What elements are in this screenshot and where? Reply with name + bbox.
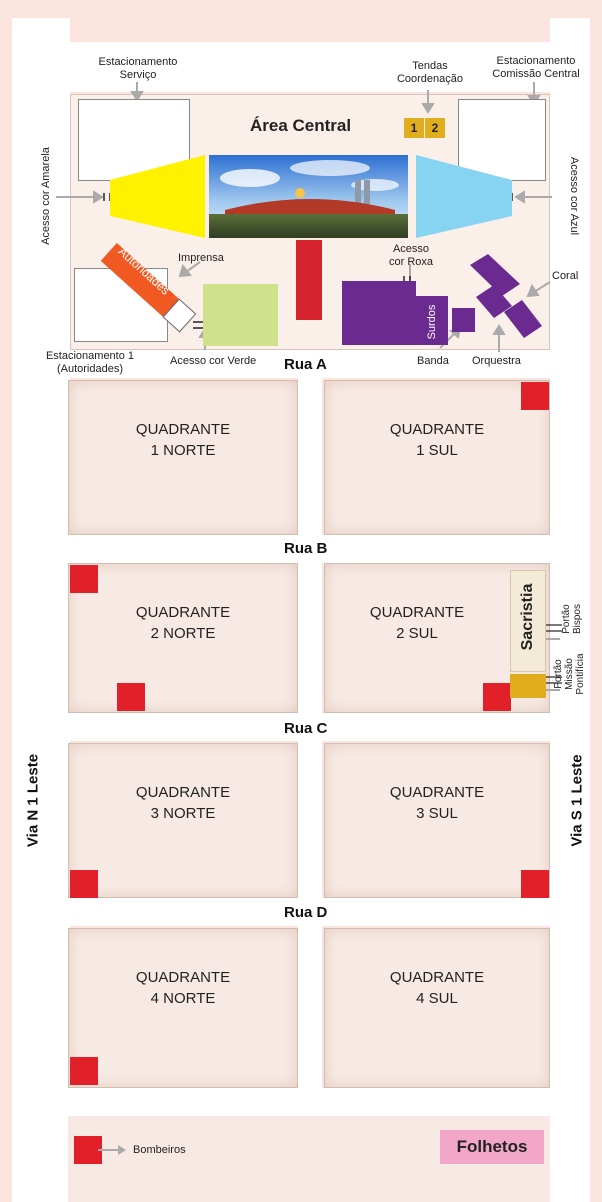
fire-post-marker — [70, 565, 98, 593]
access-green-label: Acesso cor Verde — [170, 355, 257, 367]
parking-commission-line1: Estacionamento — [496, 55, 576, 67]
yellow-access-area — [110, 155, 205, 238]
right-street — [550, 18, 590, 1202]
band-area — [452, 308, 475, 332]
quadrant-3-norte-line2: 3 NORTE — [150, 805, 216, 822]
parking1-label: Estacionamento 1 (Autoridades) — [30, 350, 150, 376]
access-yellow-label: Acesso cor Amarela — [40, 147, 52, 245]
gate-bishops-label: Portão Bispos — [561, 591, 591, 647]
quadrant-3-norte: QUADRANTE 3 NORTE — [68, 743, 298, 898]
sacristy-building — [510, 570, 546, 700]
parking-commission-line2: Comissão Central — [492, 68, 580, 80]
central-area-title: Área Central — [250, 116, 352, 135]
stadium-photo — [209, 155, 408, 238]
gate-pontifical-line3: Pontifícia — [575, 653, 586, 695]
central-shapes — [100, 155, 542, 346]
fire-post-marker — [117, 683, 145, 711]
quadrant-3-sul-line1: QUADRANTE — [389, 784, 485, 801]
sacristy-gate-block — [510, 674, 546, 698]
quadrant-4-sul-line2: 4 SUL — [416, 990, 458, 1007]
gate-bishops-line1: Portão — [561, 604, 572, 634]
quadrant-1-sul: QUADRANTE 1 SUL — [324, 380, 550, 535]
rua-d-label: Rua D — [284, 904, 328, 921]
tents-label: Tendas Coordenação — [380, 60, 480, 86]
quadrant-1-norte-line1: QUADRANTE — [135, 421, 231, 438]
top-street — [12, 42, 590, 92]
choir-label: Coral — [552, 270, 579, 282]
deaf-label: Surdos — [426, 304, 438, 340]
street-bottom — [12, 1088, 590, 1116]
gate-pontifical-label: Portão Missão Pontifícia — [553, 646, 589, 702]
quadrant-3-sul: QUADRANTE 3 SUL — [324, 743, 550, 898]
quadrant-3-sul-line2: 3 SUL — [416, 805, 458, 822]
quadrant-2-sul-line1: QUADRANTE — [369, 604, 465, 621]
orchestra-area — [470, 254, 542, 338]
left-street — [12, 18, 70, 1202]
access-purple-line1: Acesso — [392, 243, 430, 255]
quadrant-1-sul-line2: 1 SUL — [416, 442, 458, 459]
access-blue-label: Acesso cor Azul — [568, 156, 580, 236]
green-press-area — [203, 284, 278, 346]
tents-line2: Coordenação — [396, 73, 464, 85]
fire-post-marker — [483, 683, 511, 711]
red-aisle — [296, 240, 322, 320]
quadrant-4-norte: QUADRANTE 4 NORTE — [68, 928, 298, 1088]
leaflets-box: Folhetos — [440, 1130, 544, 1164]
fire-post-marker — [521, 382, 549, 410]
access-purple-line2: cor Roxa — [388, 256, 434, 268]
press-label: Imprensa — [178, 252, 224, 264]
quadrant-3-norte-line1: QUADRANTE — [135, 784, 231, 801]
quadrant-2-norte-line1: QUADRANTE — [135, 604, 231, 621]
quadrant-2-sul-line2: 2 SUL — [396, 625, 438, 642]
gate-pontifical-line2: Missão — [564, 658, 575, 690]
leaflets-label: Folhetos — [456, 1137, 528, 1156]
fire-post-marker — [70, 1057, 98, 1085]
parking-service-line1: Estacionamento — [98, 56, 178, 68]
quadrant-1-sul-line1: QUADRANTE — [389, 421, 485, 438]
fire-post-marker — [70, 870, 98, 898]
access-purple-label: Acesso cor Roxa — [376, 243, 446, 269]
fire-post-marker — [521, 870, 549, 898]
quadrant-1-norte: QUADRANTE 1 NORTE — [68, 380, 298, 535]
quadrant-4-norte-line2: 4 NORTE — [150, 990, 216, 1007]
via-s1-label: Via S 1 Leste — [568, 754, 586, 847]
quadrant-2-norte-line2: 2 NORTE — [150, 625, 216, 642]
sacristy-gate-marks — [546, 624, 562, 691]
firefighters-legend-marker — [74, 1136, 102, 1164]
parking1-line1: Estacionamento 1 — [45, 350, 135, 362]
street-rua-a — [12, 350, 590, 378]
quadrant-4-norte-line1: QUADRANTE — [135, 969, 231, 986]
gate-bishops-line2: Bispos — [572, 604, 583, 635]
tents-line1: Tendas — [412, 60, 448, 72]
rua-b-label: Rua B — [284, 540, 328, 557]
parking-service-line2: Serviço — [119, 69, 157, 81]
parking-commission-label: Estacionamento Comissão Central — [476, 55, 596, 81]
quadrant-4-sul: QUADRANTE 4 SUL — [324, 928, 550, 1088]
tent-1: 1 — [404, 118, 424, 138]
blue-access-area — [416, 155, 512, 238]
via-n1-label: Via N 1 Leste — [24, 753, 42, 848]
quadrant-1-norte-line2: 1 NORTE — [150, 442, 216, 459]
orchestra-label: Orquestra — [472, 355, 521, 367]
band-label: Banda — [417, 355, 449, 367]
rua-c-label: Rua C — [284, 720, 328, 737]
parking-service-label: Estacionamento Serviço — [78, 56, 198, 82]
sacristy-beige — [510, 570, 546, 672]
sacristy-label: Sacristia — [519, 583, 536, 651]
quadrant-4-sul-line1: QUADRANTE — [389, 969, 485, 986]
street-center — [298, 378, 322, 1088]
tent-2: 2 — [425, 118, 445, 138]
parking1-line2: (Autoridades) — [56, 363, 124, 375]
quadrant-2-norte: QUADRANTE 2 NORTE — [68, 563, 298, 713]
firefighters-label: Bombeiros — [133, 1144, 186, 1156]
gate-pontifical-line1: Portão — [553, 659, 564, 689]
purple-block — [342, 281, 448, 345]
firefighters-arrow — [98, 1145, 126, 1155]
rua-a-label: Rua A — [284, 356, 327, 373]
